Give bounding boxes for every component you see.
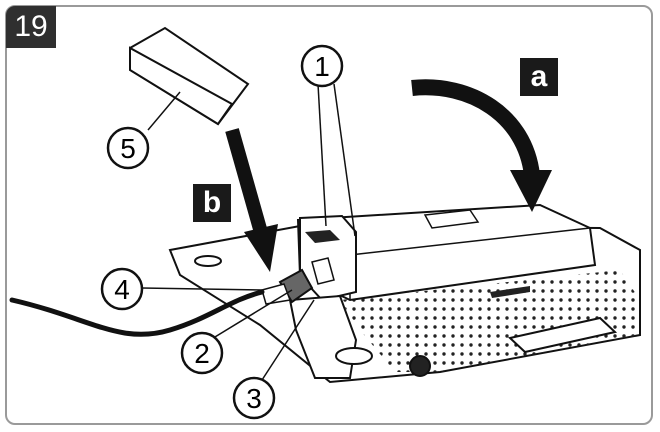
- svg-text:1: 1: [314, 51, 330, 82]
- callout-1: 1: [300, 44, 344, 88]
- callout-4: 4: [100, 267, 144, 311]
- figure-number-badge: 19: [6, 6, 56, 48]
- arrow-a: [411, 79, 552, 212]
- latch-assembly: [288, 214, 373, 379]
- svg-text:3: 3: [246, 383, 262, 414]
- callout-2: 2: [180, 331, 224, 375]
- step-label-b: b: [193, 184, 231, 222]
- callout-3: 3: [232, 376, 276, 420]
- connector-plug: [261, 268, 314, 305]
- svg-text:2: 2: [194, 338, 210, 369]
- svg-text:5: 5: [120, 133, 136, 164]
- battery-pack: [129, 26, 250, 126]
- leader-lines: [141, 83, 356, 381]
- svg-text:4: 4: [114, 274, 130, 305]
- arrow-b: [225, 128, 278, 272]
- step-label-a: a: [520, 58, 558, 96]
- callout-5: 5: [106, 126, 150, 170]
- cable: [9, 289, 265, 337]
